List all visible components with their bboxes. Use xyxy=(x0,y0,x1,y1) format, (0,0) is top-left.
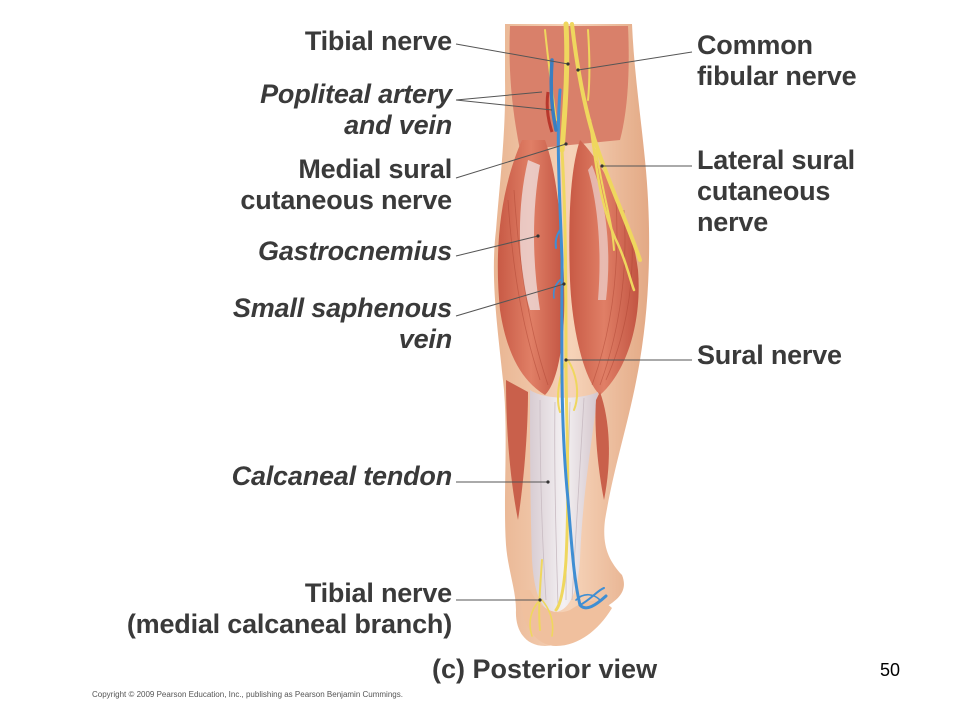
tendon-fibers xyxy=(539,397,585,606)
leader-dots xyxy=(536,62,604,602)
page-number: 50 xyxy=(880,660,901,680)
label-medial-sural-cutaneous-nerve: Medial sural cutaneous nerve xyxy=(240,154,452,215)
label-popliteal-artery-vein: Popliteal artery and vein xyxy=(260,79,452,140)
veins xyxy=(549,58,608,610)
label-lateral-sural-cutaneous-nerve: Lateral sural cutaneous nerve xyxy=(697,145,855,237)
copyright-notice: Copyright © 2009 Pearson Education, Inc.… xyxy=(92,690,403,699)
deep-muscle-right xyxy=(595,392,609,500)
muscle-fascia xyxy=(519,160,540,310)
label-common-fibular-nerve: Common fibular nerve xyxy=(697,30,857,91)
label-tibial-nerve: Tibial nerve xyxy=(304,26,452,56)
label-calcaneal-tendon: Calcaneal tendon xyxy=(231,461,453,491)
leader-lines xyxy=(455,43,693,601)
muscle-striations xyxy=(507,189,633,386)
figure-caption: (c) Posterior view xyxy=(432,654,658,684)
heel xyxy=(520,590,612,646)
label-tibial-nerve-medial-calcaneal-branch: Tibial nerve (medial calcaneal branch) xyxy=(126,578,452,639)
popliteal-artery xyxy=(545,91,554,133)
label-small-saphenous-vein: Small saphenous vein xyxy=(232,293,452,354)
muscle-fascia-lateral xyxy=(588,165,609,300)
deep-muscle-left xyxy=(506,380,528,520)
label-sural-nerve: Sural nerve xyxy=(697,340,842,370)
nerves xyxy=(529,21,642,637)
popliteal-fossa xyxy=(509,26,629,150)
label-gastrocnemius: Gastrocnemius xyxy=(258,236,452,266)
